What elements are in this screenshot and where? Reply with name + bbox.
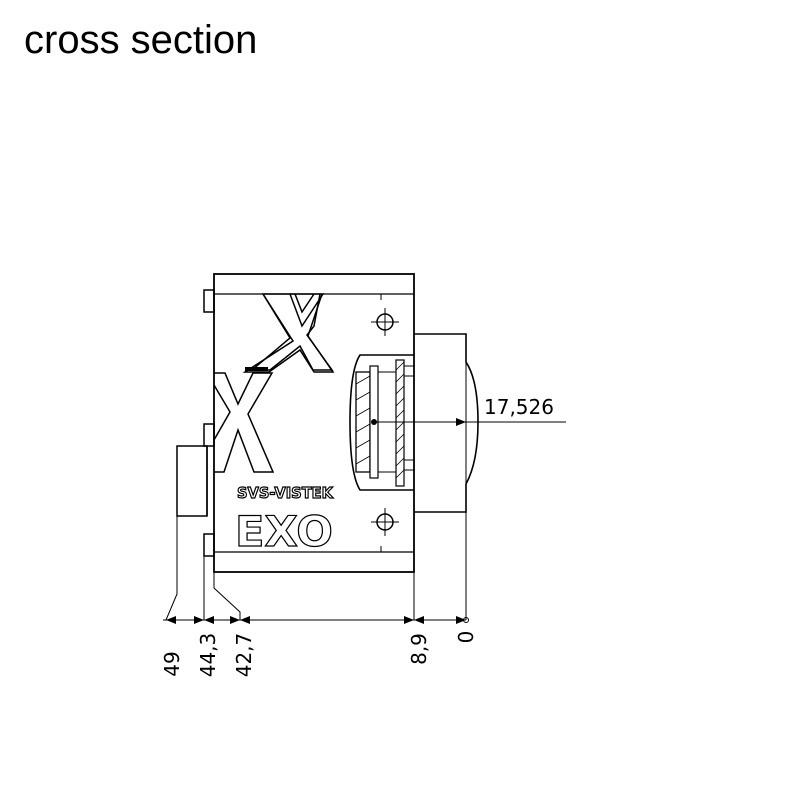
x-logo-lower	[213, 372, 275, 473]
dimension-radial: 17,526	[374, 395, 566, 426]
rear-connector	[176, 445, 208, 517]
screw-hole-lower	[371, 508, 399, 552]
dimension-chain	[163, 512, 469, 624]
dimension-label-44-3: 44,3	[196, 633, 220, 678]
screw-hole-upper	[371, 294, 399, 336]
dimension-label-8-9: 8,9	[407, 633, 431, 665]
lens-mount	[414, 333, 479, 513]
x-logo-upper	[242, 293, 335, 373]
brand-maker: SVS-VISTEK	[237, 484, 334, 502]
dimension-label-42-7: 42,7	[232, 633, 256, 678]
page-title: cross section	[24, 18, 258, 62]
brand-model: EXO	[235, 507, 333, 556]
dimension-label-49: 49	[160, 651, 184, 676]
dimension-label-17526: 17,526	[484, 395, 554, 419]
dimension-label-0: 0	[454, 631, 478, 644]
